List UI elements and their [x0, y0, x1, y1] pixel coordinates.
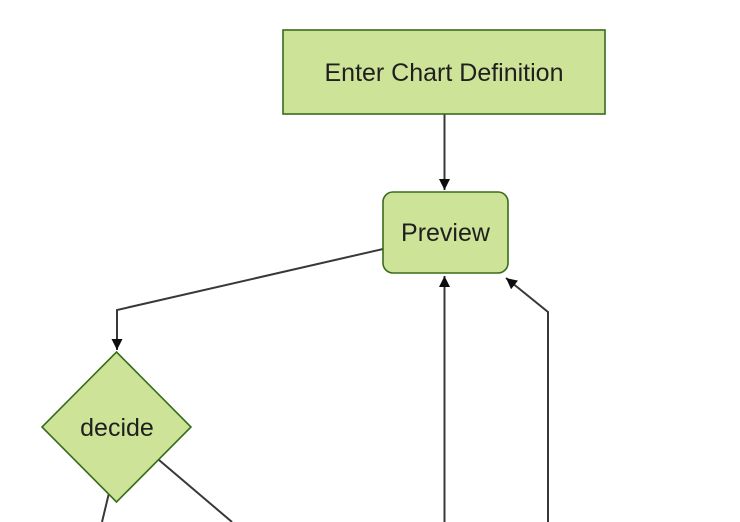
edge-preview-to-decide [111, 248, 384, 350]
edge-decide-to-bottom-right [158, 459, 233, 522]
edge-bottom-right-to-preview [505, 277, 549, 522]
node-enter-chart-definition-label: Enter Chart Definition [324, 59, 563, 87]
node-preview-label: Preview [401, 219, 491, 247]
node-decide-label: decide [80, 414, 154, 442]
node-decide: decide [40, 350, 193, 504]
node-decide-shape [40, 350, 193, 504]
edges-layer [101, 114, 549, 522]
edge-decide-to-bottom-left [101, 492, 110, 522]
node-enter-chart-definition: Enter Chart Definition [282, 29, 606, 115]
node-enter-chart-definition-shape [282, 29, 606, 115]
node-preview: Preview [382, 191, 509, 274]
node-preview-shape [382, 191, 509, 274]
